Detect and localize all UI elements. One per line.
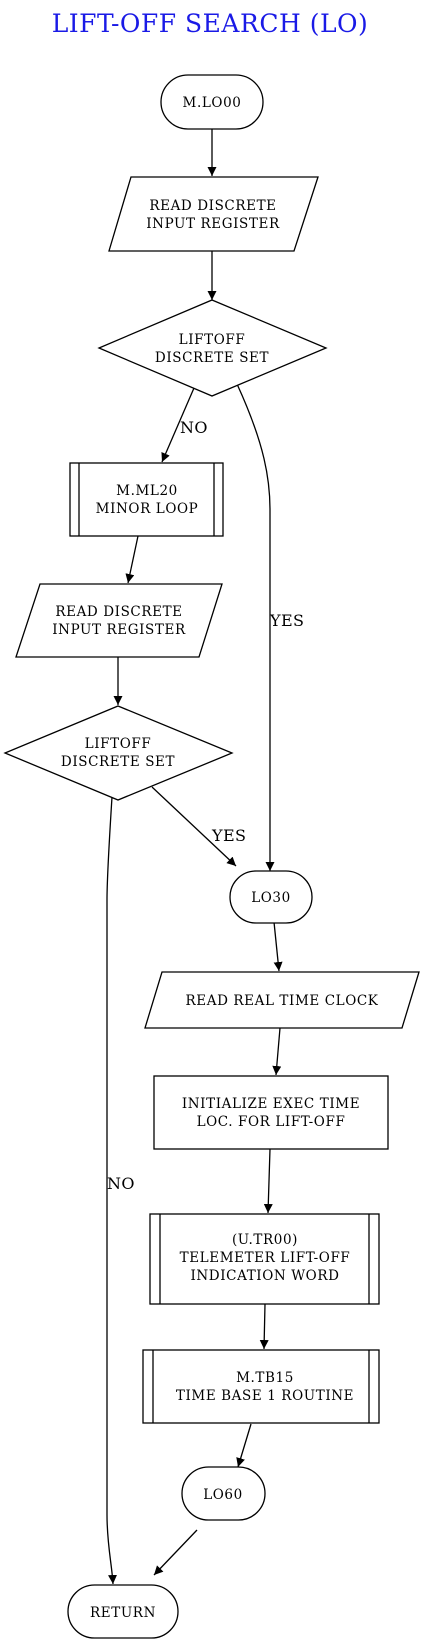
edge-lo30-clock bbox=[273, 921, 283, 972]
node-time-base: M.TB15 TIME BASE 1 ROUTINE bbox=[142, 1349, 380, 1424]
subroutine-box bbox=[149, 1213, 380, 1305]
edge-dec1-lo30 bbox=[236, 383, 275, 871]
edge-dec2-lo30 bbox=[151, 786, 237, 867]
subroutine-box bbox=[69, 462, 224, 537]
terminator-shape bbox=[67, 1584, 179, 1639]
node-read2-line2: INPUT REGISTER bbox=[52, 622, 186, 638]
node-lo60-label: LO60 bbox=[203, 1487, 243, 1503]
node-minor-line2: MINOR LOOP bbox=[96, 501, 199, 517]
node-read2-line1: READ DISCRETE bbox=[55, 604, 182, 620]
connector-shape bbox=[181, 1466, 266, 1521]
terminator-shape bbox=[160, 74, 264, 130]
node-start: M.LO00 bbox=[160, 74, 264, 130]
node-lo30-label: LO30 bbox=[251, 890, 291, 906]
node-dec1-line1: LIFTOFF bbox=[179, 332, 246, 348]
edge-label-dec1-no: NO bbox=[180, 418, 208, 437]
node-initialize: INITIALIZE EXEC TIME LOC. FOR LIFT-OFF bbox=[153, 1075, 389, 1150]
decision-diamond bbox=[97, 299, 328, 397]
subroutine-box bbox=[142, 1349, 380, 1424]
edge-label-dec2-no: NO bbox=[107, 1174, 135, 1193]
node-tb15-line2: TIME BASE 1 ROUTINE bbox=[176, 1388, 354, 1404]
diagram-title: LIFT-OFF SEARCH (LO) bbox=[52, 9, 369, 38]
io-parallelogram bbox=[15, 583, 223, 658]
node-lo60: LO60 bbox=[181, 1466, 266, 1521]
node-read-discrete-2: READ DISCRETE INPUT REGISTER bbox=[15, 583, 223, 658]
node-read-discrete-1: READ DISCRETE INPUT REGISTER bbox=[108, 176, 319, 252]
node-telemeter: (U.TR00) TELEMETER LIFT-OFF INDICATION W… bbox=[149, 1213, 380, 1305]
node-minor-loop: M.ML20 MINOR LOOP bbox=[69, 462, 224, 537]
edge-dec1-minor bbox=[161, 387, 195, 463]
process-box bbox=[153, 1075, 389, 1150]
node-decision-2: LIFTOFF DISCRETE SET bbox=[3, 705, 234, 801]
node-return-label: RETURN bbox=[90, 1605, 156, 1621]
node-start-label: M.LO00 bbox=[183, 95, 242, 111]
node-dec1-line2: DISCRETE SET bbox=[155, 350, 269, 366]
edge-label-dec1-yes: YES bbox=[269, 611, 304, 630]
edges bbox=[106, 128, 283, 1585]
edge-clock-init bbox=[272, 1027, 282, 1076]
node-return: RETURN bbox=[67, 1584, 179, 1639]
node-minor-line1: M.ML20 bbox=[116, 483, 178, 499]
io-parallelogram bbox=[108, 176, 319, 252]
edge-dec2-return bbox=[106, 796, 118, 1585]
node-init-line2: LOC. FOR LIFT-OFF bbox=[197, 1114, 346, 1130]
node-decision-1: LIFTOFF DISCRETE SET bbox=[97, 299, 328, 397]
node-dec2-line2: DISCRETE SET bbox=[61, 754, 175, 770]
node-telem-line3: INDICATION WORD bbox=[190, 1268, 339, 1284]
edge-minor-read2 bbox=[125, 535, 139, 584]
node-read1-line1: READ DISCRETE bbox=[149, 198, 276, 214]
connector-shape bbox=[229, 870, 313, 924]
node-dec2-line1: LIFTOFF bbox=[85, 736, 152, 752]
node-read-clock: READ REAL TIME CLOCK bbox=[144, 971, 420, 1029]
node-lo30: LO30 bbox=[229, 870, 313, 924]
node-telem-line2: TELEMETER LIFT-OFF bbox=[180, 1250, 351, 1266]
decision-diamond bbox=[3, 705, 234, 801]
node-clock-label: READ REAL TIME CLOCK bbox=[186, 993, 379, 1009]
node-telem-line1: (U.TR00) bbox=[232, 1232, 298, 1248]
node-tb15-line1: M.TB15 bbox=[236, 1370, 294, 1386]
node-init-line1: INITIALIZE EXEC TIME bbox=[182, 1096, 360, 1112]
edge-lo60-return bbox=[153, 1529, 198, 1576]
node-read1-line2: INPUT REGISTER bbox=[146, 216, 280, 232]
edge-label-dec2-yes: YES bbox=[211, 826, 246, 845]
edge-init-telem bbox=[263, 1148, 273, 1214]
edge-tb15-lo60 bbox=[236, 1423, 252, 1468]
io-parallelogram bbox=[144, 971, 420, 1029]
edge-telem-tb15 bbox=[259, 1303, 269, 1350]
